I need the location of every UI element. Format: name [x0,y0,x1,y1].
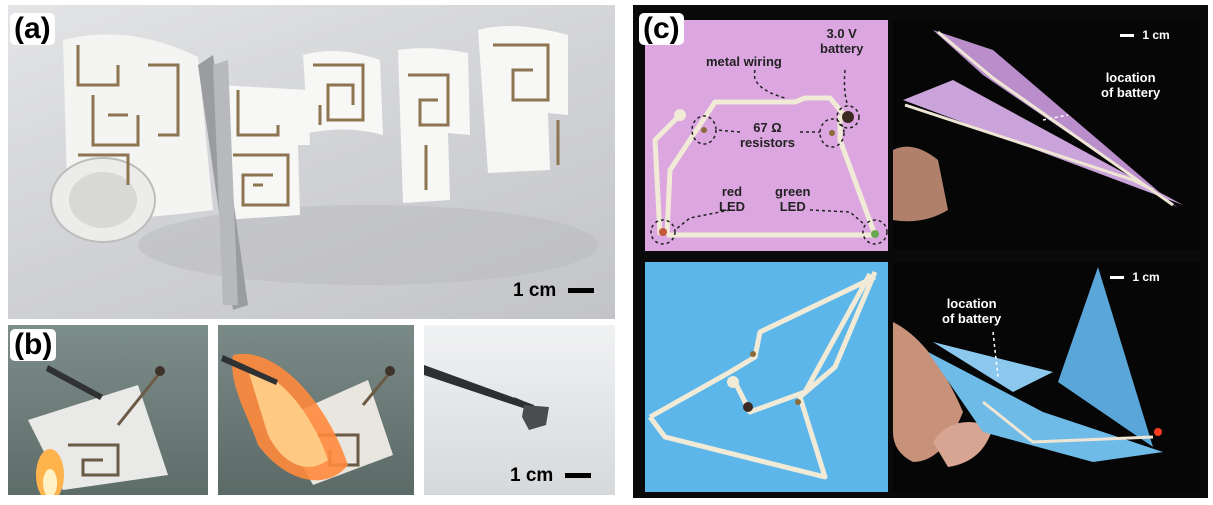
battery-annotation: 3.0 V battery [820,26,864,56]
paper-crane-photo [893,262,1200,492]
green-led-annotation: green LED [775,184,811,214]
panel-b2-illustration [221,353,395,485]
panel-b1-illustration [28,365,168,495]
scale-bar-label: 1 cm [1132,270,1160,284]
panel-b-photo-2 [218,325,414,495]
red-led-annotation: red LED [719,184,745,214]
panel-b3-illustration [424,365,549,430]
panel-a-illustration [50,26,598,310]
plane-battery-annotation: location of battery [1101,70,1161,100]
paper-airplane-illustration [893,30,1183,222]
crane-battery-annotation: location of battery [942,296,1002,326]
panel-b-label: (b) [10,329,57,361]
blue-circuit-sheet [645,262,888,492]
purple-circuit-traces [650,69,888,245]
panel-a-scale-bar: 1 cm [513,281,594,300]
purple-circuit-sheet [645,20,888,251]
blue-circuit-traces [648,271,878,480]
panel-c-label: (c) [639,13,684,45]
metal-wiring-annotation: metal wiring [706,54,782,69]
crane-scale-bar: 1 cm [1110,271,1160,283]
scale-bar-line [567,288,594,294]
scale-bar-line [564,473,591,479]
paper-airplane-photo [893,20,1200,250]
panel-a-photo [8,5,615,319]
scale-bar-line [1110,276,1124,280]
panel-b-photo-3 [424,325,615,495]
scale-bar-line [1120,34,1134,38]
scale-bar-label: 1 cm [1142,28,1170,42]
scale-bar-label: 1 cm [513,280,557,301]
paper-crane-illustration [893,267,1163,467]
panel-a-label: (a) [10,13,55,45]
scale-bar-label: 1 cm [510,465,554,486]
plane-scale-bar: 1 cm [1120,29,1170,41]
panel-b-scale-bar: 1 cm [510,466,591,485]
panel-b-photo-1 [8,325,208,495]
resistors-annotation: 67 Ω resistors [740,120,795,150]
